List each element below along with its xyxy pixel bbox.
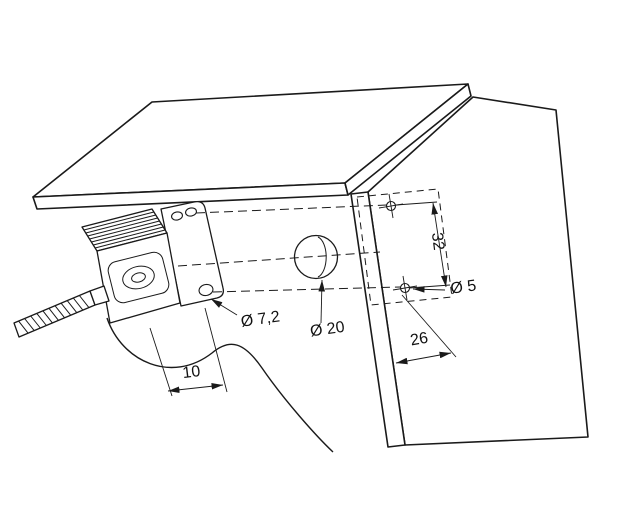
spring-coil-line xyxy=(48,307,59,321)
leader-line xyxy=(318,279,326,324)
dimension-10-label: 10 xyxy=(182,363,202,382)
rib-line xyxy=(93,226,164,246)
cylinder-oval xyxy=(122,265,155,290)
spring-coil-line xyxy=(66,300,78,314)
rib-line xyxy=(85,214,156,234)
projection-line-bottom xyxy=(212,286,402,293)
top-panel-end-face xyxy=(344,83,472,196)
cable-loop xyxy=(106,317,334,453)
diameter-5-text: Ø 5 xyxy=(449,277,477,297)
rib-line xyxy=(94,229,166,249)
cylinder-core xyxy=(131,272,146,283)
drill-hole-bottom-cross-v xyxy=(402,275,408,301)
dimension-line xyxy=(395,351,452,365)
device-body xyxy=(81,208,181,324)
plate-projection-outline xyxy=(356,188,453,306)
spring-coil-line xyxy=(24,318,35,331)
body-ribs xyxy=(83,211,166,249)
lock-device xyxy=(13,200,334,453)
rib-line xyxy=(89,220,160,240)
spring-cable xyxy=(13,285,334,453)
diameter-20-text: Ø 20 xyxy=(309,319,346,341)
bracket-plate xyxy=(160,200,225,307)
extension-line xyxy=(395,201,438,206)
drill-hole-top-cross-v xyxy=(388,193,394,219)
body-recess xyxy=(107,251,170,304)
hole-projection-lines xyxy=(177,204,402,293)
extension-line xyxy=(401,294,457,358)
diameter-7-2-text: Ø 7,2 xyxy=(240,308,281,330)
dimension-26-label: 26 xyxy=(409,330,430,350)
bracket-slot-right xyxy=(185,207,197,217)
extension-line xyxy=(204,307,228,393)
dimension-26: 26 xyxy=(395,294,457,365)
mounting-projection xyxy=(356,188,453,306)
spring-coil-line xyxy=(54,305,65,319)
spring-coils xyxy=(18,295,90,334)
side-panel-front-edge xyxy=(350,191,406,448)
mounting-bracket xyxy=(160,200,225,307)
spring-connector xyxy=(89,285,110,306)
spring-coil-line xyxy=(36,313,47,326)
dimension-line xyxy=(431,202,448,288)
panel-hole-20 xyxy=(293,234,339,280)
rib-line xyxy=(91,223,162,243)
spring-coil-line xyxy=(42,310,53,324)
spring-coil-line xyxy=(72,297,84,311)
spring-coil-line xyxy=(60,302,72,316)
spring-coil-line xyxy=(18,320,29,334)
leader-line xyxy=(210,298,238,316)
rib-line xyxy=(83,211,155,231)
hole-20-rim xyxy=(293,234,339,280)
projection-line-top xyxy=(195,204,388,214)
cabinet-top-panel xyxy=(32,83,472,210)
drill-hole-top xyxy=(378,193,404,219)
spring-coil-line xyxy=(30,315,41,329)
bracket-hole-7-2 xyxy=(198,283,214,297)
label-diameter-20: Ø 20 xyxy=(309,279,346,341)
hole-20-depth-arc xyxy=(317,236,327,278)
dimension-32-label: 32 xyxy=(428,232,447,252)
extension-line xyxy=(149,327,173,397)
label-diameter-7-2: Ø 7,2 xyxy=(210,298,281,331)
recess-outline xyxy=(107,251,170,304)
bracket-slot-left xyxy=(171,211,183,221)
dimension-line xyxy=(167,382,224,394)
dimension-10: 10 xyxy=(149,307,228,397)
leader-line xyxy=(412,286,446,293)
label-diameter-5: Ø 5 xyxy=(412,277,477,298)
projection-line-middle xyxy=(177,251,381,267)
rib-line xyxy=(87,217,158,237)
spring-coil-line xyxy=(79,295,90,308)
